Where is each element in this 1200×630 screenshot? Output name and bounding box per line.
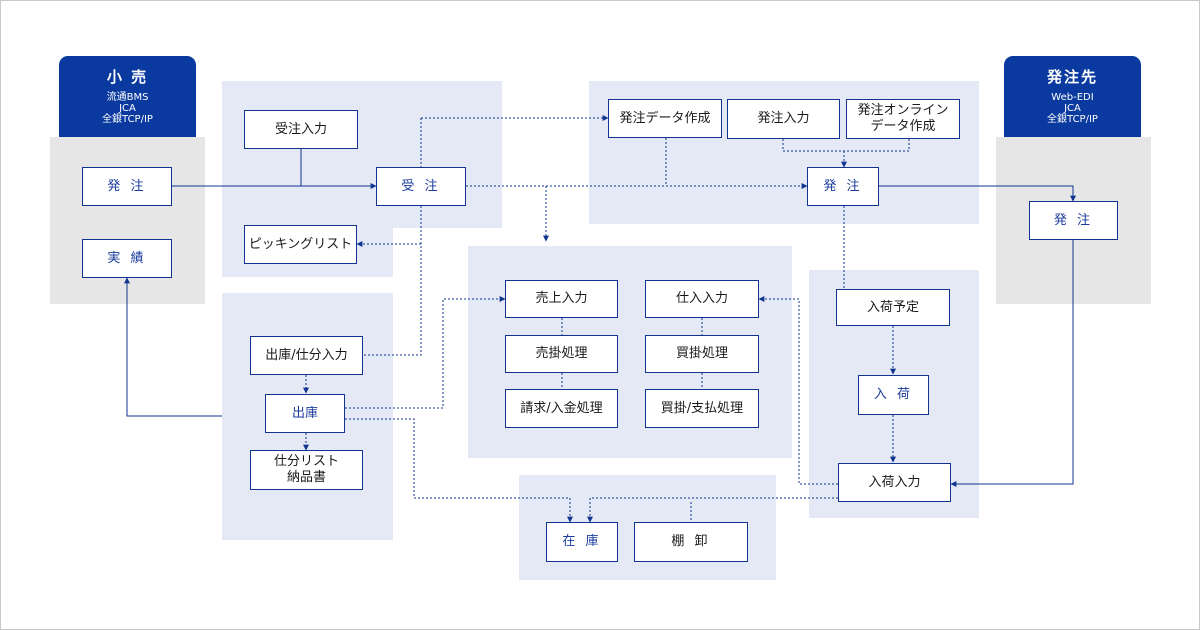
retail-order-box: 発 注 [82, 167, 172, 206]
payable-processing-box: 買掛処理 [645, 335, 759, 373]
retailer-protocols: 流通BMS JCA 全銀TCP/IP [102, 92, 153, 125]
receivable-processing-box: 売掛処理 [505, 335, 618, 373]
supplier-protocols: Web-EDI JCA 全銀TCP/IP [1047, 92, 1098, 125]
order-receive-box: 受 注 [376, 167, 466, 206]
supplier-title: 発注先 [1046, 68, 1098, 86]
retail-results-box: 実 績 [82, 239, 172, 278]
billing-payment-box: 請求/入金処理 [505, 389, 618, 428]
shipping-box: 出庫 [265, 394, 345, 433]
sales-entry-box: 売上入力 [505, 280, 618, 318]
arrival-schedule-box: 入荷予定 [836, 289, 950, 326]
picking-list-box: ピッキングリスト [244, 225, 357, 264]
retailer-title: 小 売 [106, 68, 149, 86]
supplier-header: 発注先 Web-EDI JCA 全銀TCP/IP [1004, 56, 1141, 137]
po-entry-box: 発注入力 [727, 99, 840, 139]
inventory-box: 在 庫 [546, 522, 618, 562]
order-entry-box: 受注入力 [244, 110, 358, 149]
sort-list-delivery-note-box: 仕分リスト 納品書 [250, 450, 363, 490]
po-data-creation-box: 発注データ作成 [608, 99, 722, 138]
stocktaking-box: 棚 卸 [634, 522, 748, 562]
arrival-box: 入 荷 [858, 375, 929, 415]
arrival-entry-box: 入荷入力 [838, 463, 951, 502]
po-online-data-box: 発注オンライン データ作成 [846, 99, 960, 139]
purchase-entry-box: 仕入入力 [645, 280, 759, 318]
payable-payment-box: 買掛/支払処理 [645, 389, 759, 428]
retailer-header: 小 売 流通BMS JCA 全銀TCP/IP [59, 56, 196, 137]
shipping-sort-entry-box: 出庫/仕分入力 [250, 336, 363, 375]
supplier-order-box: 発 注 [1029, 201, 1118, 240]
po-issue-box: 発 注 [807, 167, 879, 206]
